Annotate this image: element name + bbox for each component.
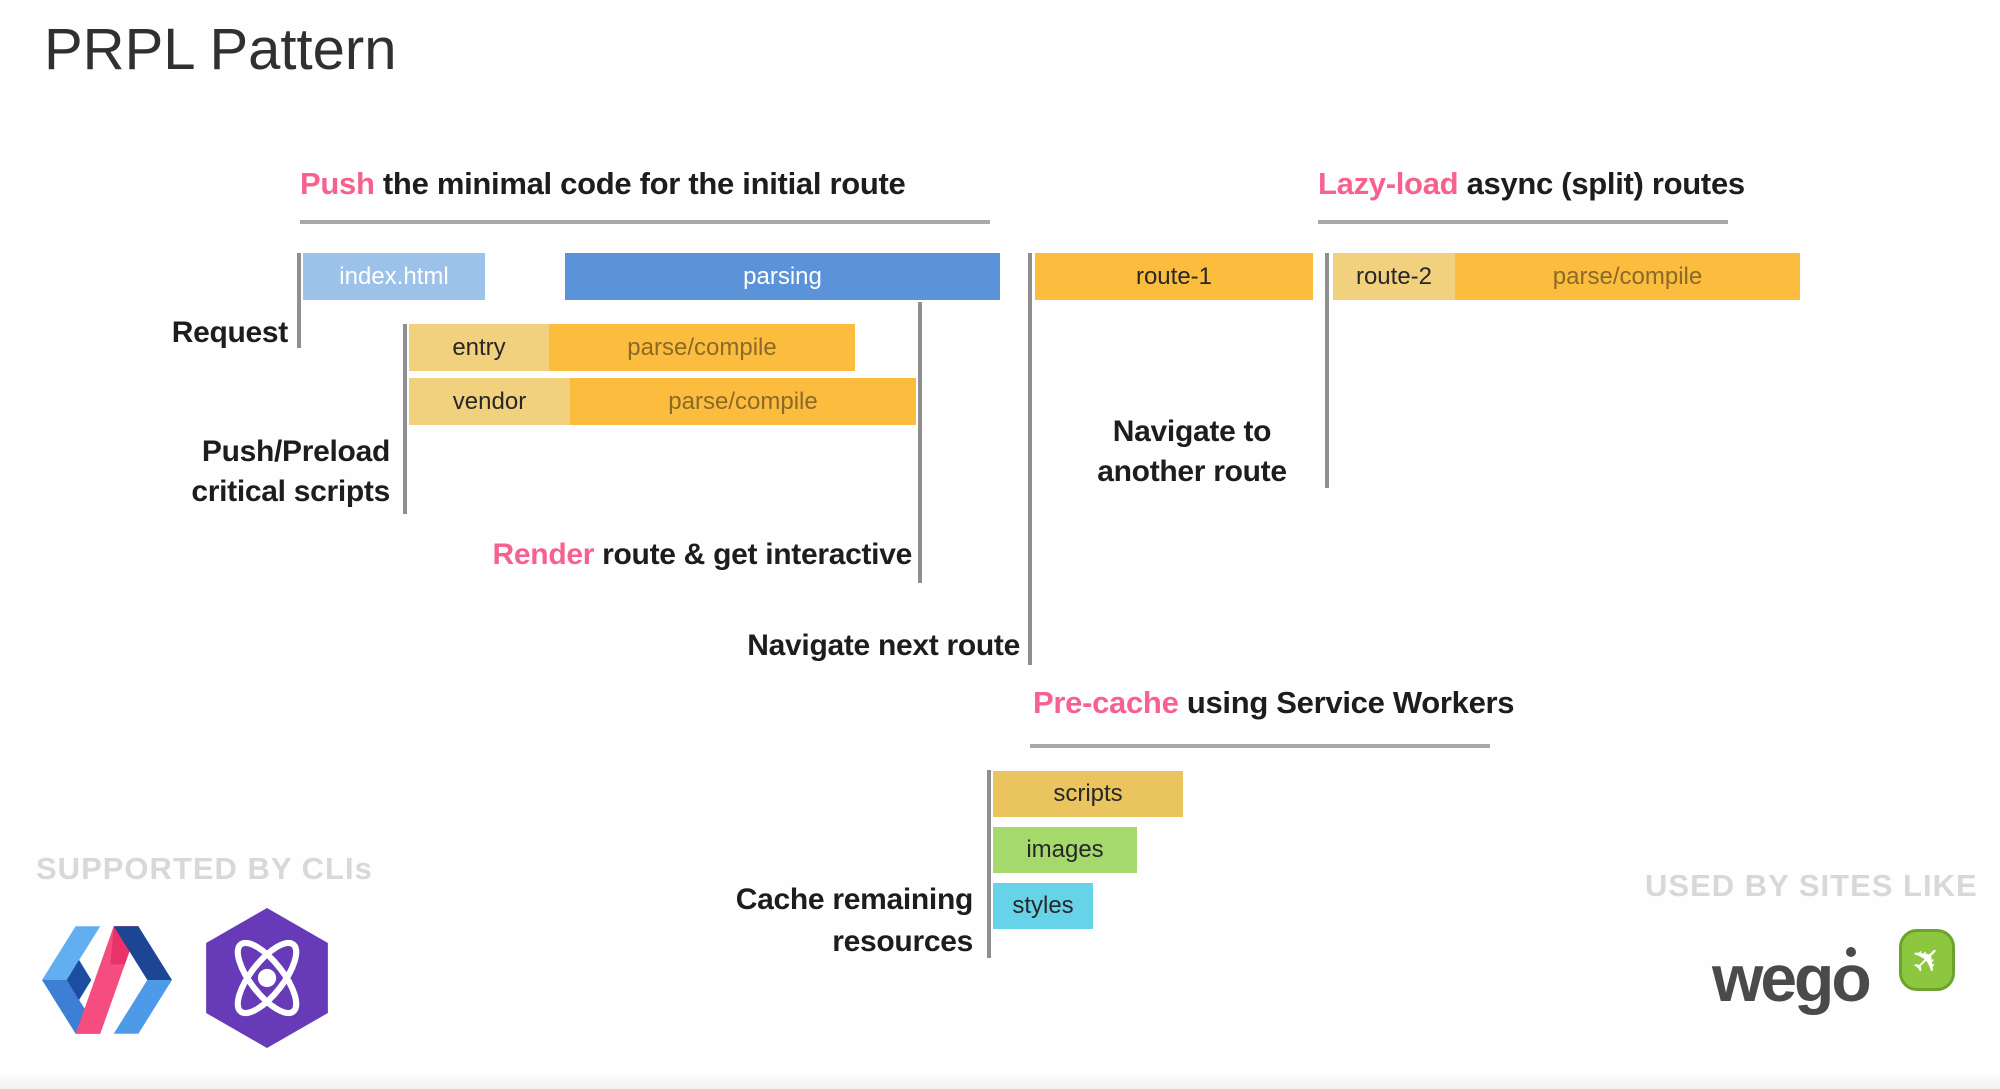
wego-wordmark: wego bbox=[1712, 941, 1872, 1015]
bar-vendor-label: vendor bbox=[452, 387, 527, 415]
bar-vendor-parse-compile-label: parse/compile bbox=[668, 387, 818, 415]
bar-entry: entry bbox=[409, 324, 549, 371]
timeline-marker-navigate-next bbox=[1028, 253, 1032, 665]
bar-route-2-parse-compile: parse/compile bbox=[1455, 253, 1800, 300]
heading-lazy-load: Lazy-load async (split) routes bbox=[1318, 166, 1745, 202]
polymer-logo-icon bbox=[42, 926, 172, 1034]
label-cache-remaining-line1: Cache remaining bbox=[735, 883, 974, 916]
bar-parsing: parsing bbox=[565, 253, 1000, 300]
label-navigate-another-line2: another route bbox=[1097, 455, 1287, 488]
heading-pre-cache: Pre-cache using Service Workers bbox=[1033, 685, 1515, 721]
preact-logo-icon bbox=[206, 908, 328, 1048]
label-render: Render route & get interactive bbox=[390, 538, 913, 572]
bar-images-label: images bbox=[1026, 836, 1104, 863]
heading-push: Push the minimal code for the initial ro… bbox=[300, 166, 906, 202]
heading-push-underline bbox=[300, 220, 990, 224]
page-title: PRPL Pattern bbox=[44, 17, 397, 82]
bar-styles: styles bbox=[993, 883, 1093, 929]
heading-pre-cache-underline bbox=[1030, 744, 1490, 748]
wego-plane-glyph: ✈ bbox=[1901, 934, 1952, 985]
label-cache-remaining: Cache remaining resources bbox=[655, 879, 974, 963]
bar-route-1: route-1 bbox=[1035, 253, 1313, 300]
bar-route-1-label: route-1 bbox=[1135, 262, 1213, 290]
bar-index-html: index.html bbox=[303, 253, 485, 300]
bar-parsing-label: parsing bbox=[743, 262, 822, 290]
bar-images: images bbox=[993, 827, 1137, 873]
heading-lazy-load-rest: async (split) routes bbox=[1458, 166, 1746, 201]
heading-pre-cache-rest: using Service Workers bbox=[1178, 685, 1515, 720]
bar-entry-label: entry bbox=[452, 333, 506, 361]
label-navigate-another: Navigate to another route bbox=[1062, 412, 1322, 492]
label-navigate-another-line1: Navigate to bbox=[1112, 415, 1272, 448]
label-push-preload-line2: critical scripts bbox=[191, 475, 390, 508]
timeline-marker-request bbox=[297, 253, 301, 348]
timeline-marker-push-preload bbox=[403, 324, 407, 514]
supported-by-clis-label: SUPPORTED BY CLIs bbox=[36, 851, 373, 886]
bar-scripts-label: scripts bbox=[1053, 780, 1123, 807]
bar-entry-parse-compile: parse/compile bbox=[549, 324, 855, 371]
bar-route-2: route-2 bbox=[1333, 253, 1455, 300]
used-by-sites-like-label: USED BY SITES LIKE bbox=[1645, 868, 1978, 903]
bar-vendor: vendor bbox=[409, 378, 570, 425]
timeline-marker-render bbox=[918, 302, 922, 583]
bar-index-html-label: index.html bbox=[339, 262, 449, 290]
timeline-marker-route2 bbox=[1325, 253, 1329, 488]
bar-vendor-parse-compile: parse/compile bbox=[570, 378, 916, 425]
wego-g-dot bbox=[1846, 947, 1856, 957]
label-request: Request bbox=[171, 316, 289, 349]
bar-route-2-label: route-2 bbox=[1355, 262, 1433, 290]
label-navigate-next: Navigate next route bbox=[747, 629, 1020, 662]
label-push-preload-line1: Push/Preload bbox=[201, 435, 390, 468]
label-cache-remaining-line2: resources bbox=[832, 925, 973, 958]
heading-pre-cache-highlight: Pre-cache bbox=[1033, 685, 1179, 720]
bar-styles-label: styles bbox=[1012, 892, 1074, 919]
heading-push-rest: the minimal code for the initial route bbox=[374, 166, 906, 201]
label-render-highlight: Render bbox=[492, 538, 595, 571]
heading-push-highlight: Push bbox=[300, 166, 375, 201]
label-render-rest: route & get interactive bbox=[594, 538, 912, 571]
heading-lazy-load-underline bbox=[1318, 220, 1728, 224]
timeline-marker-cache bbox=[987, 770, 991, 958]
wego-plane-icon: ✈ bbox=[1899, 929, 1955, 991]
heading-lazy-load-highlight: Lazy-load bbox=[1318, 166, 1459, 201]
bar-scripts: scripts bbox=[993, 771, 1183, 817]
bar-route-2-parse-compile-label: parse/compile bbox=[1552, 262, 1703, 290]
slide-bottom-edge bbox=[0, 1072, 2000, 1089]
bar-entry-parse-compile-label: parse/compile bbox=[627, 333, 777, 361]
label-push-preload: Push/Preload critical scripts bbox=[140, 432, 390, 512]
